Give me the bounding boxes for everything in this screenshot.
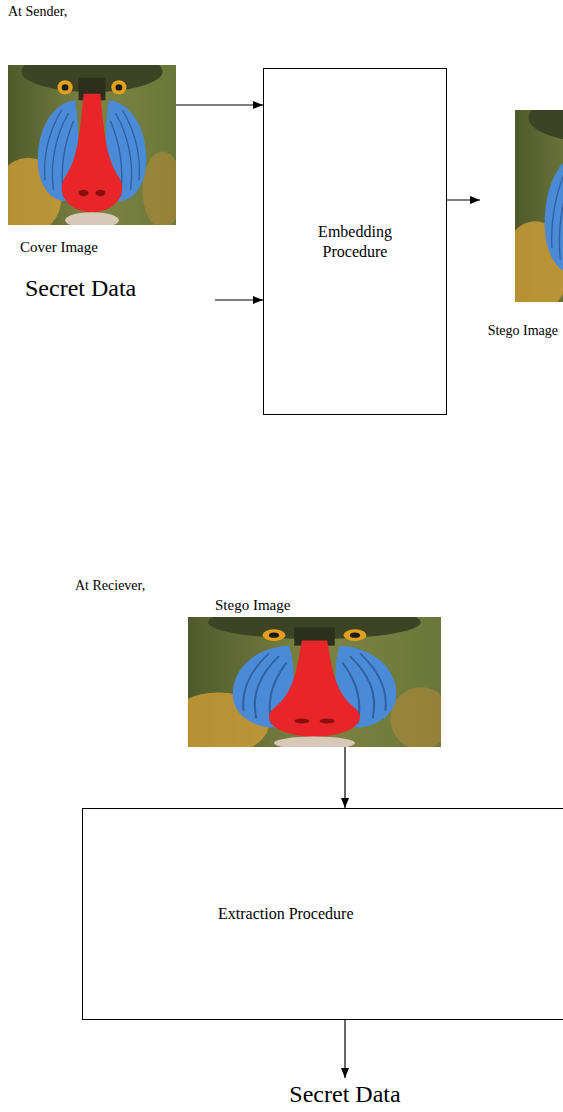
image-node: Stego Image: [480, 110, 560, 340]
arrow-connector: [447, 199, 480, 200]
node-text: Extraction Procedure: [218, 904, 354, 923]
image-node: Stego Image: [188, 596, 441, 747]
section-label: At Reciever,: [75, 578, 145, 595]
data-output: Secret Data: [280, 1078, 410, 1111]
node-text: Stego Image: [215, 596, 290, 614]
node-text: Secret Data: [289, 1080, 400, 1109]
node-text: Secret Data: [25, 274, 136, 303]
arrow-connector: [215, 299, 263, 300]
arrow-connector: [344, 1020, 345, 1078]
cover-image: [8, 65, 176, 225]
section-label: At Sender,: [8, 4, 67, 21]
image-node: Cover Image: [8, 65, 176, 260]
node-text: Embedding Procedure: [305, 222, 405, 260]
stego-image: [188, 617, 441, 747]
data-input: Secret Data: [25, 268, 215, 308]
stego-image: [515, 110, 563, 302]
node-text: Stego Image: [488, 323, 558, 340]
arrow-connector: [344, 747, 345, 808]
node-text: Cover Image: [20, 238, 98, 256]
process-box: Extraction Procedure: [82, 808, 563, 1020]
arrow-connector: [176, 104, 263, 105]
process-box: Embedding Procedure: [263, 68, 447, 415]
